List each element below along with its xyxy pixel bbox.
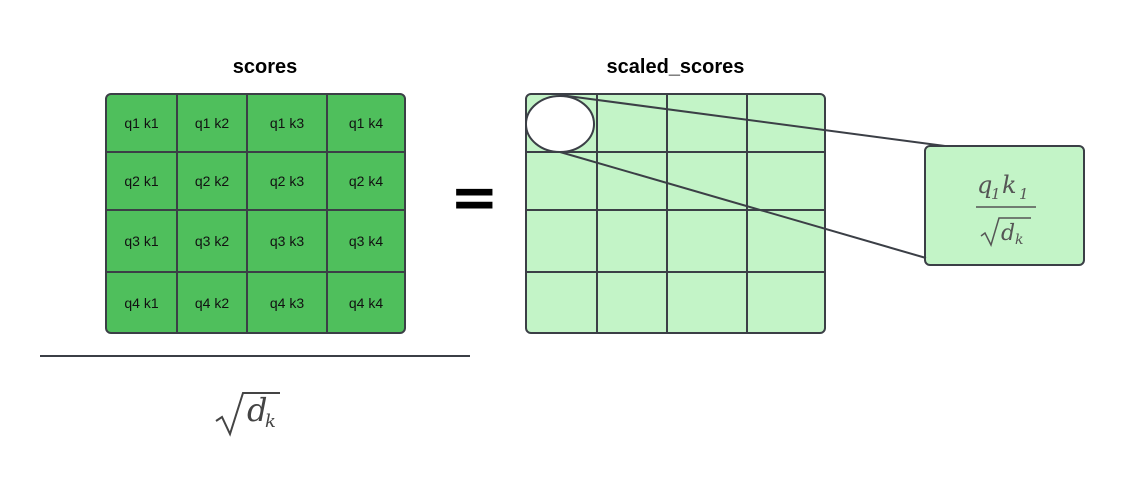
formula-d-sub: k bbox=[1015, 232, 1023, 248]
sqrt-sign-icon bbox=[215, 392, 280, 437]
scores-cell: q4 k1 bbox=[107, 273, 178, 332]
formula-q: q bbox=[977, 171, 992, 199]
formula-k-sub: 1 bbox=[1019, 185, 1029, 203]
formula-d: d bbox=[1001, 221, 1015, 246]
scores-cell: q3 k2 bbox=[178, 211, 248, 273]
scores-cell: q3 k3 bbox=[248, 211, 328, 273]
formula-sqrt-icon bbox=[980, 217, 1031, 248]
highlight-ellipse bbox=[525, 95, 595, 153]
scaled-cell bbox=[527, 273, 598, 332]
zoom-formula: q 1 k 1 d k bbox=[976, 171, 1036, 248]
scaled-cell bbox=[598, 273, 668, 332]
scores-title: scores bbox=[232, 56, 298, 78]
formula-q-sub: 1 bbox=[991, 185, 1001, 203]
scaled-cell bbox=[748, 153, 824, 211]
callout-line-top bbox=[559, 94, 946, 147]
scaled-cell bbox=[668, 273, 748, 332]
scores-cell: q4 k2 bbox=[178, 273, 248, 332]
scores-cell: q1 k4 bbox=[328, 95, 404, 153]
scores-cell: q2 k1 bbox=[107, 153, 178, 211]
scaled-cell bbox=[748, 211, 824, 273]
scores-cell: q4 k4 bbox=[348, 294, 384, 311]
scaled-cell bbox=[668, 153, 748, 211]
scaled-cell bbox=[598, 95, 668, 153]
scaled-cell bbox=[598, 211, 668, 273]
scores-cell: q3 k1 bbox=[107, 211, 178, 273]
scores-cell: q2 k4 bbox=[328, 153, 404, 211]
scores-cell: q1 k2 bbox=[178, 95, 248, 153]
scores-matrix: q1 k1 q1 k2 q1 k3 q1 k4 q2 k1 q2 k2 q2 k… bbox=[105, 93, 406, 334]
formula-k: k bbox=[1002, 171, 1017, 199]
scores-cell: q2 k3 bbox=[248, 153, 328, 211]
callout-line-bottom bbox=[559, 151, 927, 259]
denominator-sqrt: d k bbox=[215, 391, 280, 437]
scaled-cell bbox=[748, 95, 824, 153]
scaled-cell bbox=[668, 95, 748, 153]
scores-cell: q1 k1 bbox=[107, 95, 178, 153]
scaled-cell bbox=[527, 153, 598, 211]
scores-cell: q3 k4 bbox=[328, 211, 404, 273]
zoom-callout-box bbox=[924, 145, 1085, 266]
fraction-bar bbox=[40, 355, 470, 357]
scaled-cell bbox=[527, 211, 598, 273]
equals-sign: = bbox=[450, 163, 499, 231]
scores-cell: q1 k3 bbox=[248, 95, 328, 153]
scores-cell: q4 k3 bbox=[248, 273, 328, 332]
denominator-subscript: k bbox=[265, 411, 276, 432]
scaled-cell bbox=[668, 211, 748, 273]
scaled-scores-title: scaled_scores bbox=[606, 56, 745, 78]
denominator-base: d bbox=[247, 391, 267, 429]
scores-cell: q2 k2 bbox=[178, 153, 248, 211]
